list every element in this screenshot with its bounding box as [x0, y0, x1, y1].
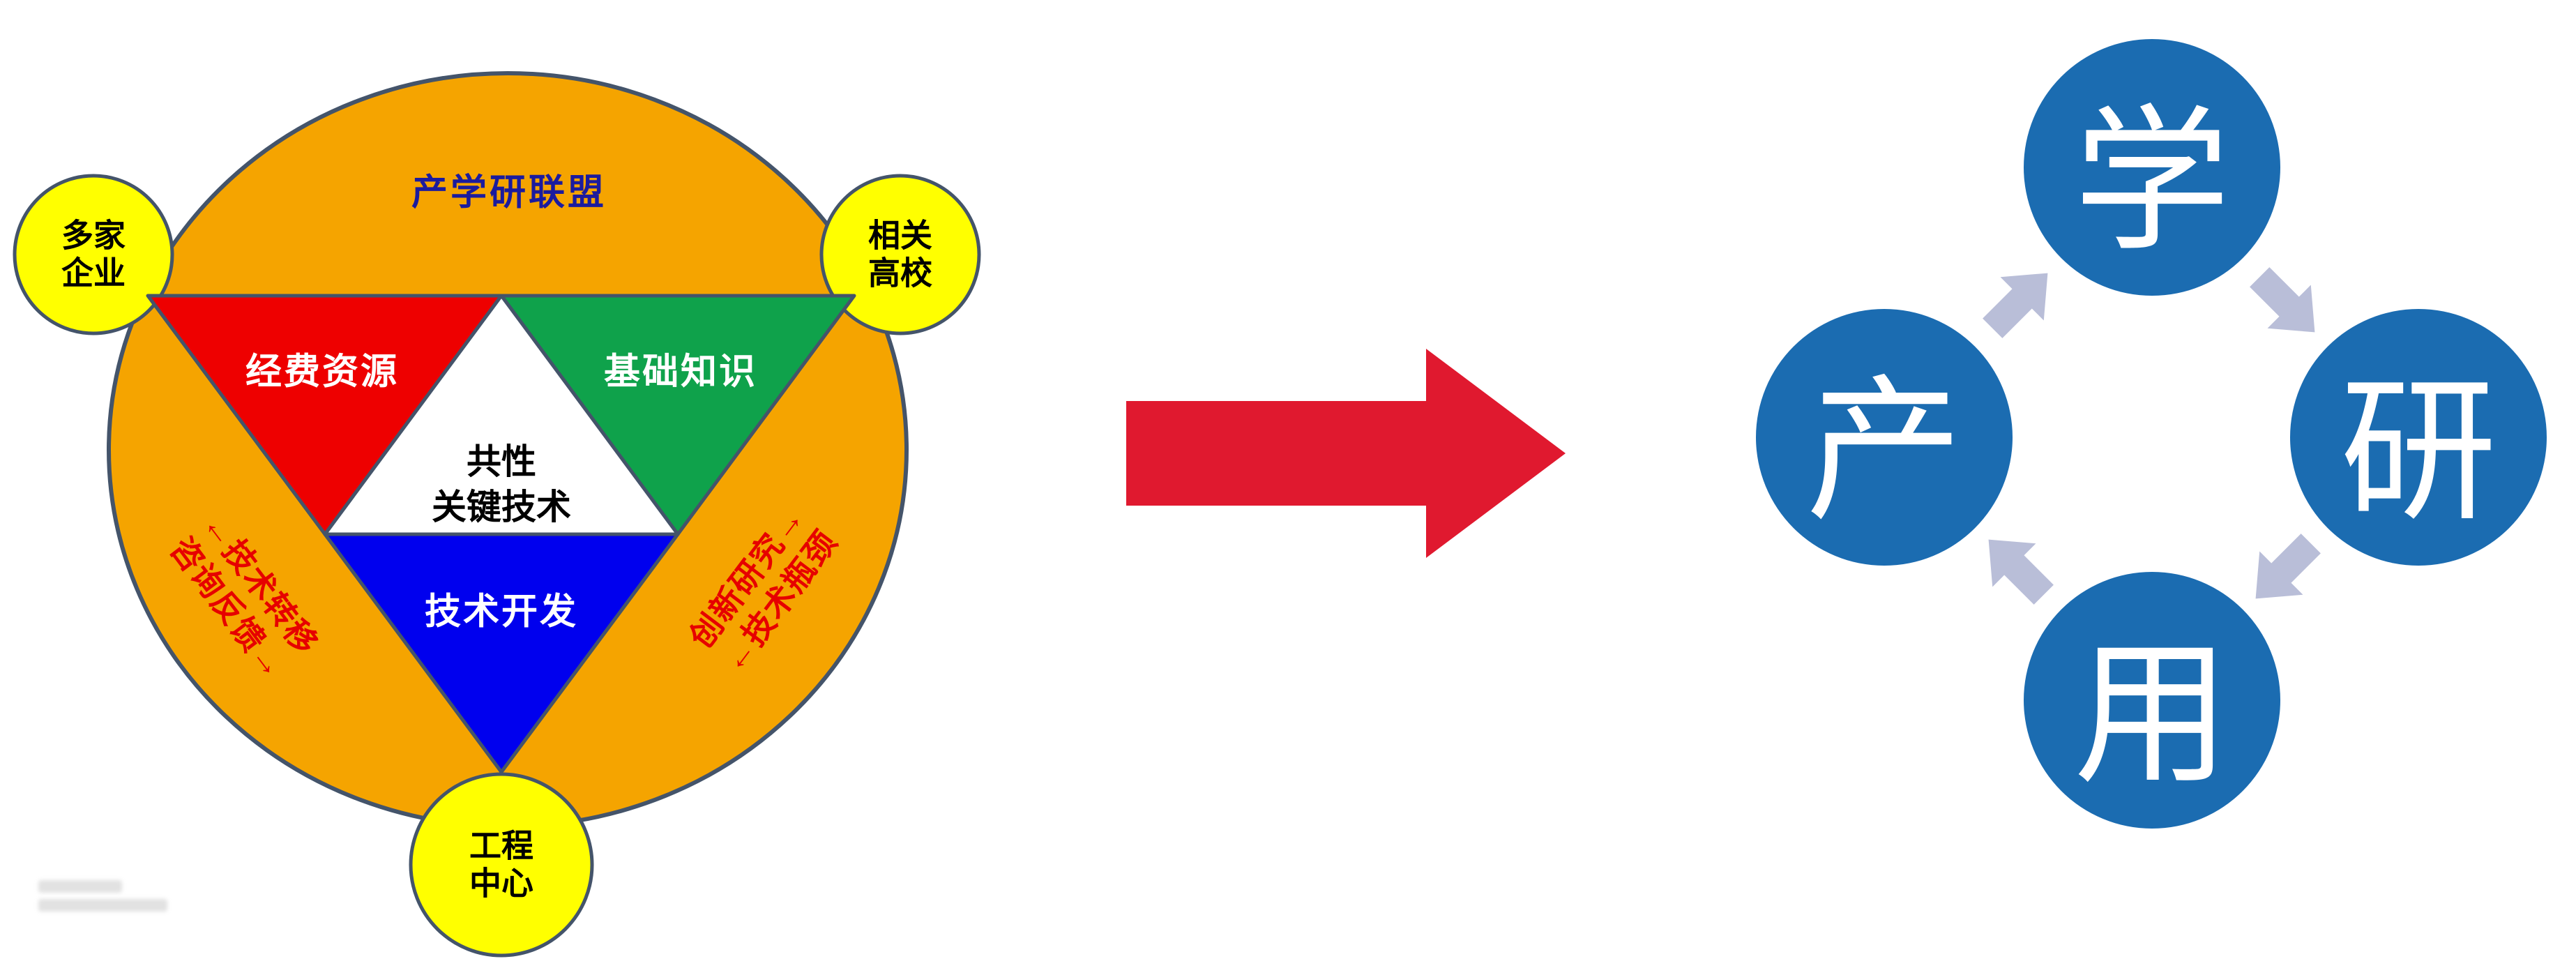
core-technology-label: 共性 关键技术 [432, 439, 571, 530]
watermark-mark [38, 899, 167, 912]
satellite-label-line: 工程 [469, 827, 533, 864]
satellite-circle-enterprises [13, 174, 174, 335]
cycle-char-academia: 学 [2073, 96, 2231, 270]
satellite-label-line: 企业 [61, 255, 126, 292]
watermark [38, 880, 167, 918]
satellite-label-line: 多家 [61, 217, 126, 254]
cycle-node-industry [1756, 309, 2013, 566]
cycle-arrow-academia-to-research [2250, 267, 2315, 333]
satellite-label-engineering-center: 工程 中心 [469, 827, 533, 903]
cycle-node-application [2024, 572, 2280, 829]
knowledge-label: 基础知识 [603, 352, 758, 393]
cycle-char-research: 研 [2340, 365, 2497, 540]
cycle-node-research [2290, 309, 2547, 566]
satellite-label-universities: 相关 高校 [868, 217, 932, 293]
cycle-arrow-industry-to-academia [1983, 273, 2048, 338]
cycle-char-application: 用 [2073, 628, 2231, 803]
satellite-label-line: 中心 [469, 866, 533, 902]
funding-label: 经费资源 [245, 352, 400, 393]
satellite-label-enterprises: 多家 企业 [61, 217, 126, 293]
core-technology-line: 关键技术 [432, 488, 571, 527]
development-label: 技术开发 [424, 591, 579, 633]
satellite-label-line: 高校 [868, 255, 932, 292]
alliance-title: 产学研联盟 [411, 172, 607, 213]
transition-arrow [1126, 349, 1566, 558]
satellite-circle-universities [819, 174, 981, 335]
watermark-mark [38, 880, 122, 893]
satellite-label-line: 相关 [868, 217, 932, 254]
cycle-node-academia [2024, 39, 2280, 296]
core-technology-line: 共性 [467, 442, 536, 481]
cycle-arrow-application-to-industry [1988, 539, 2054, 605]
satellite-circle-engineering-center [409, 772, 594, 958]
cycle-char-industry: 产 [1805, 365, 1963, 540]
cycle-arrow-research-to-application [2255, 534, 2321, 599]
core-technology-triangle [323, 294, 680, 536]
